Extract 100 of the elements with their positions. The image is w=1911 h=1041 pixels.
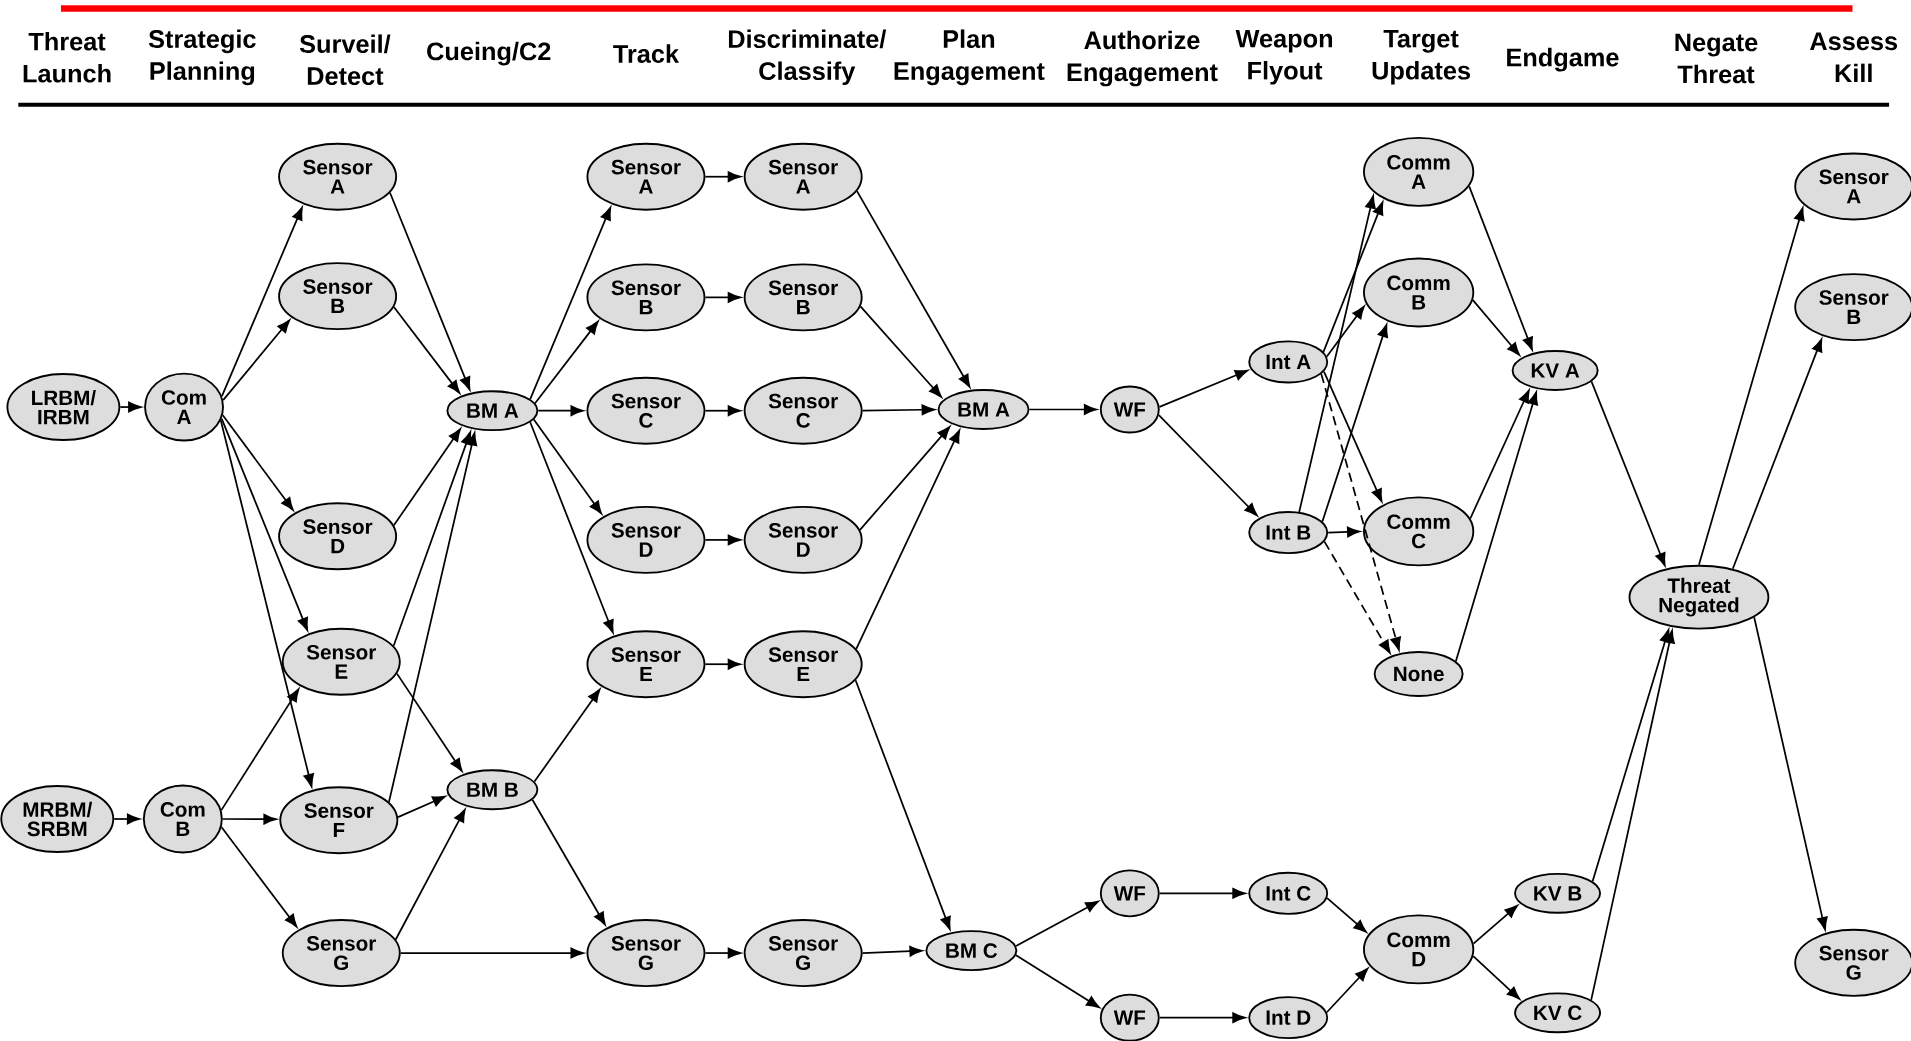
column-heading: Assess Kill xyxy=(1810,32,1898,82)
ellipse-node: WF xyxy=(1099,993,1160,1041)
arrow xyxy=(221,813,277,825)
ellipse-node: Sensor E xyxy=(281,627,401,696)
arrow xyxy=(389,191,471,391)
arrow xyxy=(119,401,142,413)
ellipse-node: Sensor A xyxy=(278,142,398,211)
column-heading: Weapon Flyout xyxy=(1235,29,1333,85)
column-heading: Plan Engagement xyxy=(894,29,1045,86)
arrow xyxy=(704,405,741,417)
arrow xyxy=(533,688,601,783)
arrow xyxy=(1455,391,1539,662)
arrow xyxy=(219,419,314,788)
arrow xyxy=(221,414,294,511)
ellipse-node: Sensor A xyxy=(743,142,863,211)
arrow xyxy=(534,320,599,405)
arrow xyxy=(1326,305,1365,358)
ellipse-node: Comm C xyxy=(1363,496,1475,567)
ellipse-node: Sensor F xyxy=(279,786,399,855)
ellipse-node: Sensor B xyxy=(586,263,706,332)
arrow xyxy=(704,534,741,546)
arrow xyxy=(529,206,612,400)
arrow xyxy=(1158,414,1258,517)
ellipse-node: Sensor D xyxy=(278,502,398,571)
ellipse-node: WF xyxy=(1099,385,1160,434)
arrow xyxy=(704,658,741,670)
ellipse-node: BM A xyxy=(937,389,1030,430)
arrow xyxy=(1015,954,1100,1009)
ellipse-node: KV C xyxy=(1514,992,1602,1034)
arrow xyxy=(855,429,961,650)
column-heading: Cueing/C2 xyxy=(427,41,551,66)
column-heading: Threat Launch xyxy=(23,31,111,83)
arrow xyxy=(222,319,291,402)
arrow xyxy=(1698,207,1805,566)
ellipse-node: BM A xyxy=(446,390,539,432)
ellipse-node: Comm A xyxy=(1363,136,1475,207)
ellipse-node: Sensor A xyxy=(586,142,706,211)
arrow xyxy=(1158,888,1246,899)
arrow xyxy=(1731,338,1823,570)
arrow xyxy=(393,306,461,394)
arrow xyxy=(220,826,298,928)
arrow xyxy=(392,431,472,647)
arrow xyxy=(1472,299,1521,356)
arrow xyxy=(704,292,741,303)
arrow xyxy=(1158,369,1249,408)
ellipse-node: Threat Negated xyxy=(1628,564,1770,630)
ellipse-node: MRBM/ SRBM xyxy=(0,785,115,853)
arrow xyxy=(113,813,141,825)
arrow xyxy=(859,305,942,398)
ellipse-node: Sensor B xyxy=(278,262,398,331)
column-heading: Endgame xyxy=(1507,47,1619,72)
arrow xyxy=(704,947,741,959)
ellipse-node: WF xyxy=(1099,869,1160,918)
arrow xyxy=(1158,1012,1246,1023)
arrow xyxy=(1590,380,1666,567)
column-heading: Strategic Planning xyxy=(148,29,256,86)
ellipse-node: None xyxy=(1373,651,1464,697)
arrow xyxy=(397,795,446,818)
arrow xyxy=(537,405,584,417)
arrow xyxy=(1015,900,1099,947)
arrow xyxy=(1753,616,1828,931)
ellipse-node: Com B xyxy=(142,784,223,854)
ellipse-node: KV A xyxy=(1511,350,1599,391)
arrow xyxy=(399,947,584,959)
column-heading: Discriminate/ Classify xyxy=(728,29,887,86)
arrow xyxy=(1320,373,1401,651)
ellipse-node: KV B xyxy=(1514,872,1602,914)
ellipse-node: Sensor B xyxy=(1794,273,1911,342)
ellipse-node: Sensor E xyxy=(743,630,863,699)
arrow xyxy=(1326,967,1369,1014)
arrow xyxy=(861,945,923,957)
arrow xyxy=(704,171,741,183)
ellipse-node: Int C xyxy=(1248,871,1329,915)
ellipse-node: LRBM/ IRBM xyxy=(6,373,121,441)
ellipse-node: Sensor D xyxy=(586,505,706,574)
arrow xyxy=(220,417,309,631)
arrow xyxy=(1590,629,1675,1001)
ellipse-node: Comm B xyxy=(1363,257,1475,328)
arrow xyxy=(388,432,478,803)
arrow xyxy=(1028,404,1098,415)
arrow xyxy=(529,421,614,634)
ellipse-node: Sensor G xyxy=(281,919,401,987)
column-heading: Track xyxy=(613,44,680,63)
arrow xyxy=(531,798,606,926)
ellipse-node: Sensor E xyxy=(586,630,706,699)
arrow xyxy=(393,428,462,527)
column-heading: Surveil/ Detect xyxy=(299,34,391,85)
arrow xyxy=(1468,185,1533,351)
ellipse-node: Sensor B xyxy=(743,263,863,332)
arrow xyxy=(859,426,951,531)
ellipse-node: Int B xyxy=(1248,511,1329,555)
ellipse-node: Sensor A xyxy=(1794,152,1911,221)
ellipse-node: Sensor G xyxy=(1794,928,1911,997)
ellipse-node: BM B xyxy=(446,769,539,811)
ellipse-node: BM C xyxy=(925,930,1018,971)
arrow xyxy=(532,418,603,515)
arrow xyxy=(1327,526,1361,538)
ellipse-node: Com A xyxy=(144,372,224,442)
arrow xyxy=(1469,389,1530,520)
arrow xyxy=(1591,629,1671,883)
